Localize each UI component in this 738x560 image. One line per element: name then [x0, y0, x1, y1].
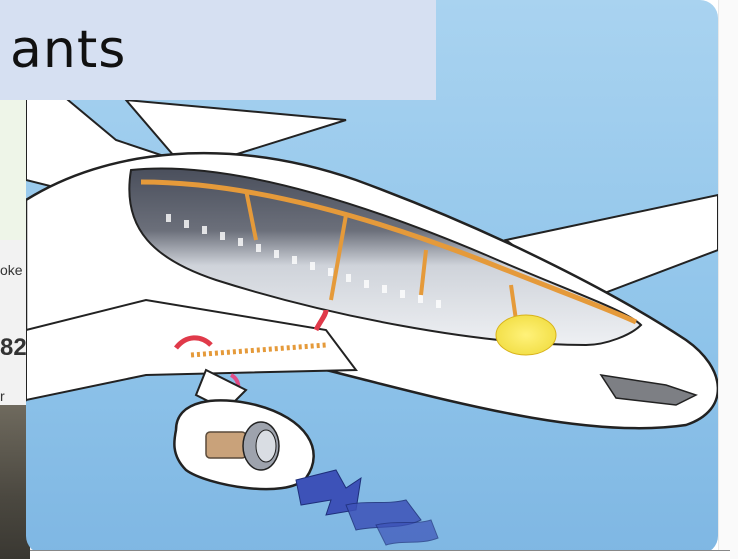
right-edge-strip: [718, 0, 738, 559]
background-text-fragment: r: [0, 388, 14, 404]
slide-title: ants: [10, 20, 126, 80]
conditioned-air-zone: [496, 315, 556, 355]
slide-title-box: ants: [0, 0, 436, 100]
